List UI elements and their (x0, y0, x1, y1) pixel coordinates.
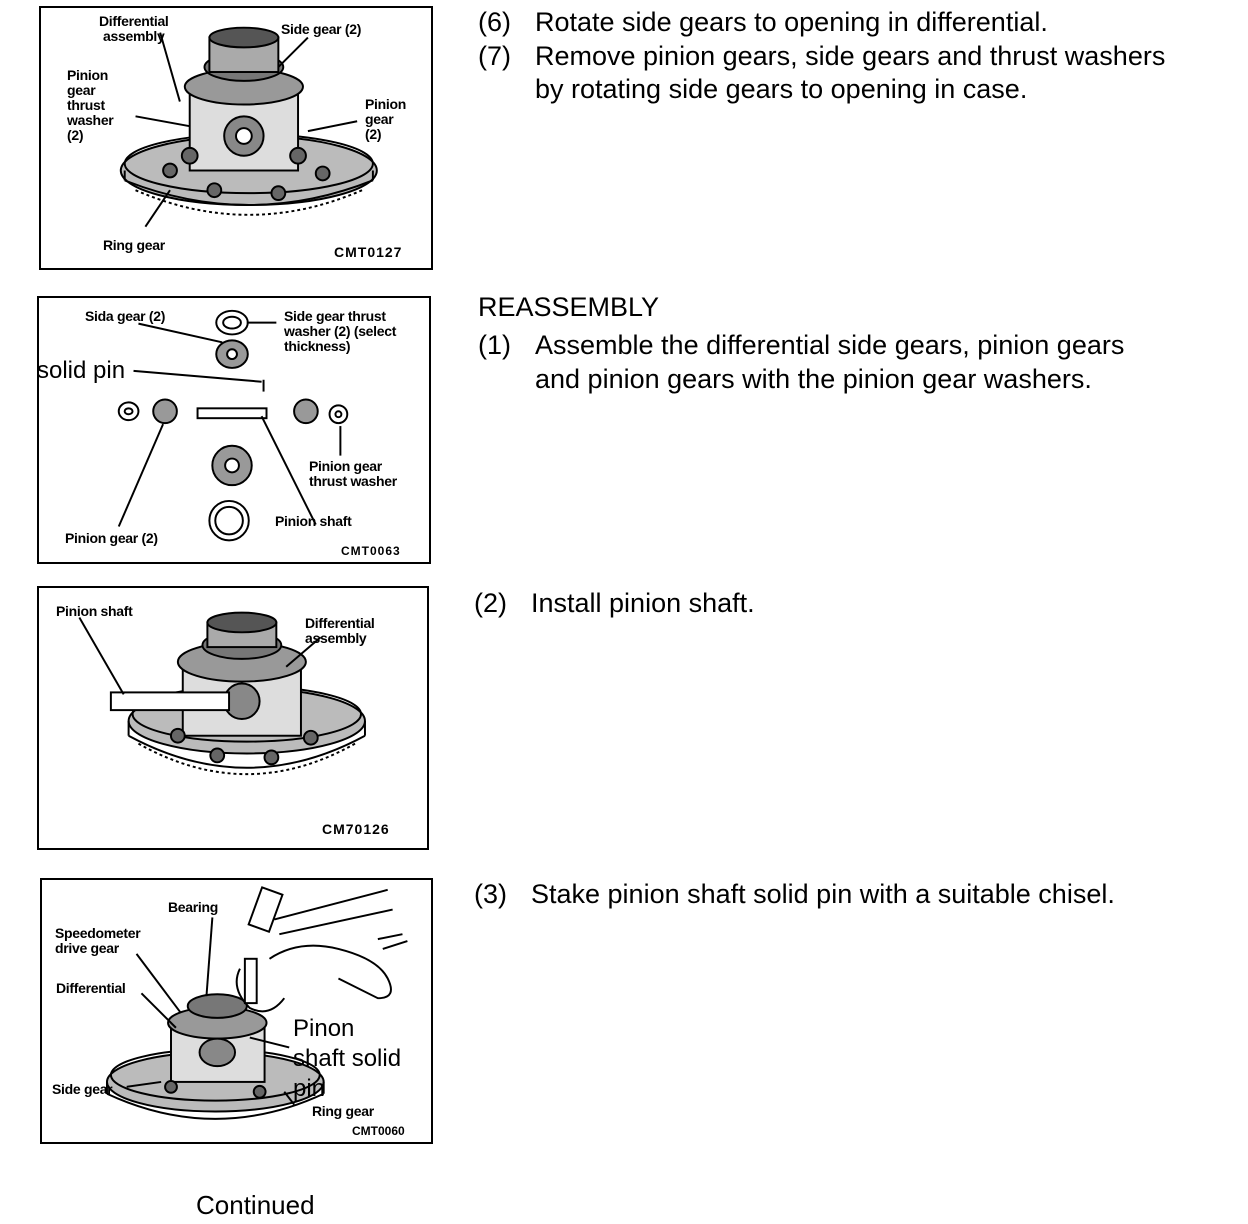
label-pinion-gear: Pinion gear (2) (65, 530, 158, 546)
label-speedometer-drive-gear: Speedometer drive gear (55, 925, 141, 956)
label-differential: Differential (56, 980, 126, 996)
figure-differential-disassembly: Differential assembly Side gear (2) Pini… (39, 6, 433, 270)
label-pinion-gear: Pinion gear (2) (365, 96, 406, 142)
install-pinion-shaft-illustration (78, 611, 366, 776)
step-text-line1: Assemble the differential side gears, pi… (535, 330, 1125, 360)
continued-label: Continued (196, 1190, 315, 1220)
step-text: Install pinion shaft. (531, 588, 755, 618)
step-7: (7) Remove pinion gears, side gears and … (478, 40, 1238, 110)
figure-code: CMT0060 (352, 1124, 405, 1138)
figure-stake-solid-pin: Bearing Speedometer drive gear Different… (40, 878, 433, 1144)
step-text: Rotate side gears to opening in differen… (535, 7, 1048, 37)
label-side-gear: Side gear (2) (281, 21, 362, 37)
step-text-line1: Remove pinion gears, side gears and thru… (535, 41, 1166, 71)
step-text-line2: by rotating side gears to opening in cas… (535, 74, 1028, 104)
differential-assembly-illustration (119, 26, 378, 228)
label-ring-gear: Ring gear (103, 237, 165, 253)
step-text: Stake pinion shaft solid pin with a suit… (531, 879, 1115, 909)
reassembly-step-1: (1) Assemble the differential side gears… (478, 329, 1238, 399)
step-number: (7) (478, 41, 511, 71)
label-differential-assembly: Differential assembly (99, 13, 169, 44)
figure-code: CMT0063 (341, 544, 401, 558)
step-number: (1) (478, 330, 511, 360)
figure-install-pinion-shaft: Pinion shaft Differential assembly CM701… (37, 586, 429, 850)
label-side-gear-thrust-washer: Side gear thrust washer (2) (select thic… (284, 308, 397, 354)
figure-code: CM70126 (322, 821, 390, 837)
exploded-parts-illustration (117, 309, 349, 542)
step-number: (2) (474, 588, 507, 618)
label-solid-pin: solid pin (37, 357, 126, 384)
label-bearing: Bearing (168, 899, 219, 915)
label-pinion-gear-thrust-washer: Pinion gear thrust washer (2) (67, 67, 114, 143)
figure-code: CMT0127 (334, 244, 403, 260)
step-number: (6) (478, 7, 511, 37)
figure-exploded-parts: Sida gear (2) Side gear thrust washer (2… (37, 296, 431, 564)
label-side-gear: Sida gear (2) (85, 308, 166, 324)
step-text-line2: and pinion gears with the pinion gear wa… (535, 364, 1092, 394)
label-pinion-shaft: Pinion shaft (56, 603, 133, 619)
label-pinion-shaft-solid-pin: Pinon shaft solid pin (293, 1015, 402, 1102)
label-ring-gear: Ring gear (312, 1103, 374, 1119)
label-pinion-shaft: Pinion shaft (275, 513, 352, 529)
label-pinion-gear-thrust-washer: Pinion gear thrust washer (309, 458, 397, 489)
stake-solid-pin-illustration (105, 886, 408, 1120)
label-side-gear: Side gear (52, 1081, 113, 1097)
reassembly-heading: REASSEMBLY (478, 292, 660, 322)
step-number: (3) (474, 879, 507, 909)
label-differential-assembly: Differential assembly (305, 615, 375, 646)
